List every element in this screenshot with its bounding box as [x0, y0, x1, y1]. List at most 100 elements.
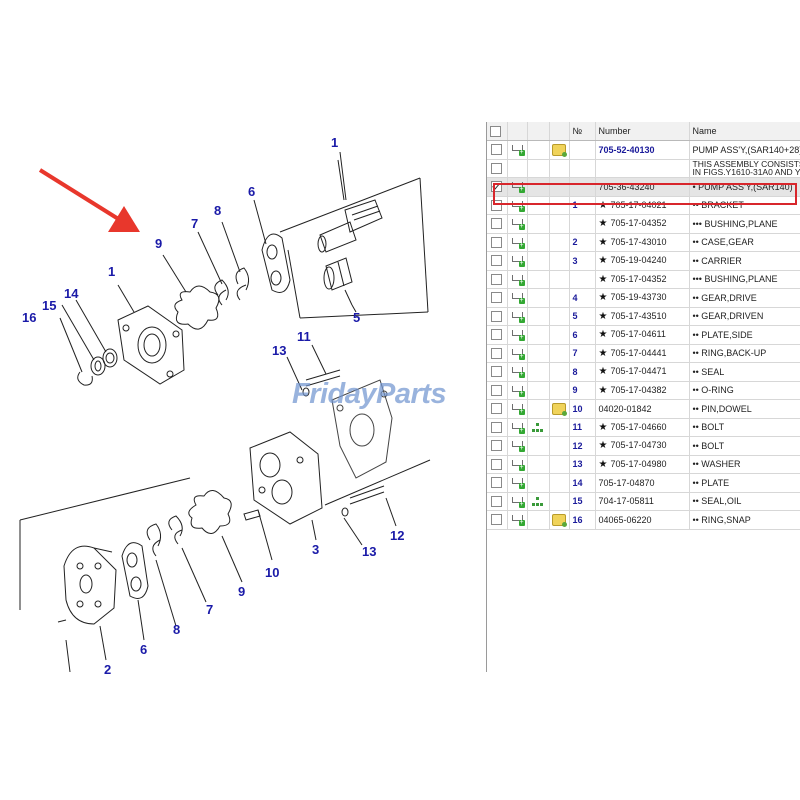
row-checkbox[interactable] — [491, 421, 503, 433]
cart-cell[interactable]: + — [507, 325, 528, 345]
table-row[interactable]: +13★705-17-04980•• WASHER — [487, 455, 800, 474]
row-checkbox-cell[interactable] — [487, 177, 508, 197]
row-checkbox-cell[interactable] — [487, 251, 508, 271]
cart-cell[interactable]: + — [507, 381, 528, 400]
header-name[interactable]: Name — [689, 122, 800, 141]
row-checkbox[interactable] — [491, 292, 503, 304]
row-checkbox[interactable] — [491, 181, 503, 193]
row-checkbox[interactable] — [491, 255, 503, 267]
add-to-cart-icon[interactable]: + — [511, 181, 525, 194]
row-checkbox-cell[interactable] — [487, 214, 508, 234]
row-checkbox-cell[interactable] — [487, 288, 508, 308]
cart-cell[interactable]: + — [507, 288, 528, 308]
add-to-cart-icon[interactable]: + — [511, 477, 525, 490]
row-checkbox[interactable] — [491, 162, 503, 174]
cart-cell[interactable]: + — [507, 436, 528, 456]
cart-cell[interactable]: + — [507, 399, 528, 419]
select-all-checkbox[interactable] — [490, 125, 501, 137]
table-row[interactable]: +★705-17-04352••• BUSHING,PLANE — [487, 270, 800, 289]
row-checkbox-cell[interactable] — [487, 325, 508, 345]
row-checkbox[interactable] — [491, 144, 503, 156]
row-checkbox-cell[interactable] — [487, 473, 508, 493]
header-no[interactable]: № — [569, 122, 596, 141]
row-checkbox-cell[interactable] — [487, 307, 508, 326]
add-to-cart-icon[interactable]: + — [511, 459, 525, 471]
add-to-cart-icon[interactable]: + — [511, 440, 525, 453]
row-checkbox-cell[interactable] — [487, 344, 508, 363]
add-to-cart-icon[interactable]: + — [511, 255, 525, 268]
row-checkbox[interactable] — [491, 236, 503, 248]
row-checkbox-cell[interactable] — [487, 196, 508, 215]
note-icon[interactable] — [552, 402, 567, 416]
part-number-text[interactable]: 705-52-40130 — [598, 144, 655, 155]
cart-cell[interactable]: + — [507, 177, 528, 197]
add-to-cart-icon[interactable]: + — [511, 237, 525, 249]
add-to-cart-icon[interactable]: + — [511, 348, 525, 360]
table-row[interactable]: +11★705-17-04660•• BOLT — [487, 418, 800, 437]
cart-cell[interactable]: + — [507, 233, 528, 252]
table-row[interactable]: +★705-17-04352••• BUSHING,PLANE — [487, 214, 800, 234]
add-to-cart-icon[interactable]: + — [511, 292, 525, 305]
cart-cell[interactable]: + — [507, 344, 528, 363]
row-checkbox[interactable] — [491, 514, 503, 526]
hierarchy-icon[interactable] — [532, 496, 544, 507]
cart-cell[interactable]: + — [507, 270, 528, 289]
table-row[interactable]: +12★705-17-04730•• BOLT — [487, 436, 800, 456]
row-checkbox-cell[interactable] — [487, 399, 508, 419]
header-number[interactable]: Number — [595, 122, 690, 141]
row-checkbox[interactable] — [491, 199, 503, 211]
row-checkbox-cell[interactable] — [487, 233, 508, 252]
row-checkbox-cell[interactable] — [487, 362, 508, 382]
cart-cell[interactable]: + — [507, 510, 528, 530]
header-select-all[interactable] — [487, 122, 508, 141]
add-to-cart-icon[interactable]: + — [511, 311, 525, 323]
table-row[interactable]: +6★705-17-04611•• PLATE,SIDE — [487, 325, 800, 345]
row-checkbox-cell[interactable] — [487, 418, 508, 437]
add-to-cart-icon[interactable]: + — [511, 496, 525, 508]
row-checkbox-cell[interactable] — [487, 492, 508, 511]
add-to-cart-icon[interactable]: + — [511, 403, 525, 416]
row-checkbox-cell[interactable] — [487, 270, 508, 289]
add-to-cart-icon[interactable]: + — [511, 514, 525, 527]
table-row[interactable]: +1★705-17-04021•• BRACKET — [487, 196, 800, 215]
row-checkbox-cell[interactable] — [487, 510, 508, 530]
cart-cell[interactable]: + — [507, 455, 528, 474]
table-row[interactable]: +9★705-17-04382•• O-RING — [487, 381, 800, 400]
table-row[interactable]: +705-36-43240• PUMP ASS'Y,(SAR140) — [487, 177, 800, 197]
add-to-cart-icon[interactable]: + — [511, 200, 525, 212]
row-checkbox-cell[interactable] — [487, 159, 508, 178]
row-checkbox[interactable] — [491, 384, 503, 396]
row-checkbox[interactable] — [491, 495, 503, 507]
cart-cell[interactable]: + — [507, 140, 528, 160]
cart-cell[interactable]: + — [507, 492, 528, 511]
table-row[interactable]: +5★705-17-43510•• GEAR,DRIVEN — [487, 307, 800, 326]
cart-cell[interactable]: + — [507, 418, 528, 437]
hierarchy-icon[interactable] — [532, 422, 544, 433]
cart-cell[interactable]: + — [507, 362, 528, 382]
add-to-cart-icon[interactable]: + — [511, 366, 525, 379]
add-to-cart-icon[interactable]: + — [511, 274, 525, 286]
table-row[interactable]: +8★705-17-04471•• SEAL — [487, 362, 800, 382]
table-row[interactable]: +7★705-17-04441•• RING,BACK-UP — [487, 344, 800, 363]
part-number[interactable]: 705-52-40130 — [595, 140, 690, 160]
cart-cell[interactable]: + — [507, 214, 528, 234]
add-to-cart-icon[interactable]: + — [511, 329, 525, 342]
add-to-cart-icon[interactable]: + — [511, 144, 525, 157]
note-icon[interactable] — [552, 143, 567, 157]
row-checkbox[interactable] — [491, 218, 503, 230]
add-to-cart-icon[interactable]: + — [511, 218, 525, 231]
table-row[interactable]: +2★705-17-43010•• CASE,GEAR — [487, 233, 800, 252]
cart-cell[interactable]: + — [507, 307, 528, 326]
row-checkbox-cell[interactable] — [487, 140, 508, 160]
row-checkbox[interactable] — [491, 347, 503, 359]
add-to-cart-icon[interactable]: + — [511, 385, 525, 397]
row-checkbox[interactable] — [491, 477, 503, 489]
add-to-cart-icon[interactable]: + — [511, 422, 525, 434]
cart-cell[interactable] — [507, 159, 528, 178]
